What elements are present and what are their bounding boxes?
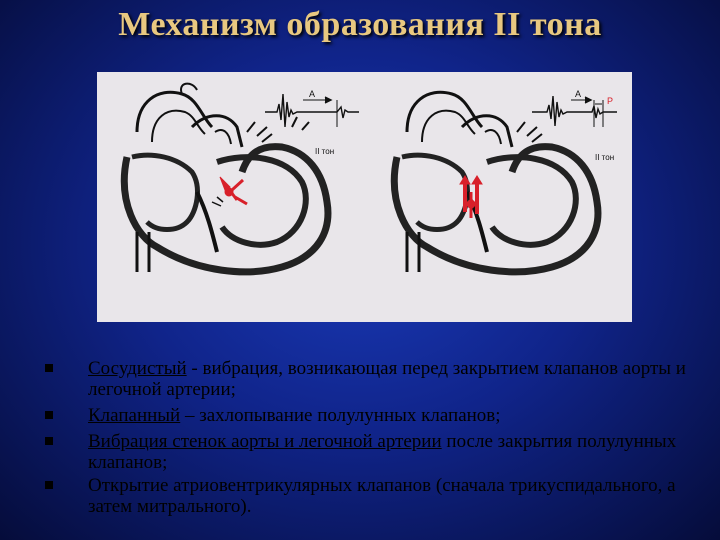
slide-title: Механизм образования II тона	[118, 6, 602, 43]
right-vibration-arrows	[459, 175, 483, 218]
left-vibration-arrows	[211, 176, 248, 207]
right-label-tone: II тон	[595, 153, 614, 162]
list-item: Открытие атриовентрикулярных клапанов (с…	[40, 475, 710, 517]
bullet-square-icon	[45, 481, 53, 489]
list-item-term: Клапанный	[88, 405, 181, 426]
mechanism-list: Сосудистый - вибрация, возникающая перед…	[40, 358, 710, 522]
left-label-a: A	[309, 89, 315, 99]
bullet-square-icon	[45, 437, 53, 445]
left-tone-waveform	[265, 93, 359, 128]
list-item-text: Открытие атриовентрикулярных клапанов (с…	[88, 475, 676, 517]
list-item-text: - вибрация, возникающая перед закрытием …	[88, 358, 686, 400]
list-item-text: – захлопывание полулунных клапанов;	[180, 405, 501, 426]
list-item-text: после закрытия полулунных клапанов;	[88, 431, 677, 473]
bullet-square-icon	[45, 411, 53, 419]
left-heart-drawing	[120, 82, 332, 276]
right-tone-waveform	[532, 95, 617, 127]
list-item: Вибрация стенок аорты и легочной артерии…	[40, 431, 710, 473]
list-item: Клапанный – захлопывание полулунных клап…	[40, 405, 710, 426]
right-heart-drawing	[390, 90, 602, 276]
list-item-term: Сосудистый	[88, 358, 187, 379]
left-label-tone: II тон	[315, 147, 334, 156]
right-label-a: A	[575, 89, 581, 99]
right-label-p: P	[607, 96, 613, 106]
list-item: Сосудистый - вибрация, возникающая перед…	[40, 358, 710, 400]
heart-diagram-svg: A II тон	[120, 82, 617, 276]
heart-diagram-figure: A II тон	[97, 72, 632, 322]
bullet-square-icon	[45, 364, 53, 372]
list-item-term: Вибрация стенок аорты и легочной артерии	[88, 431, 442, 452]
